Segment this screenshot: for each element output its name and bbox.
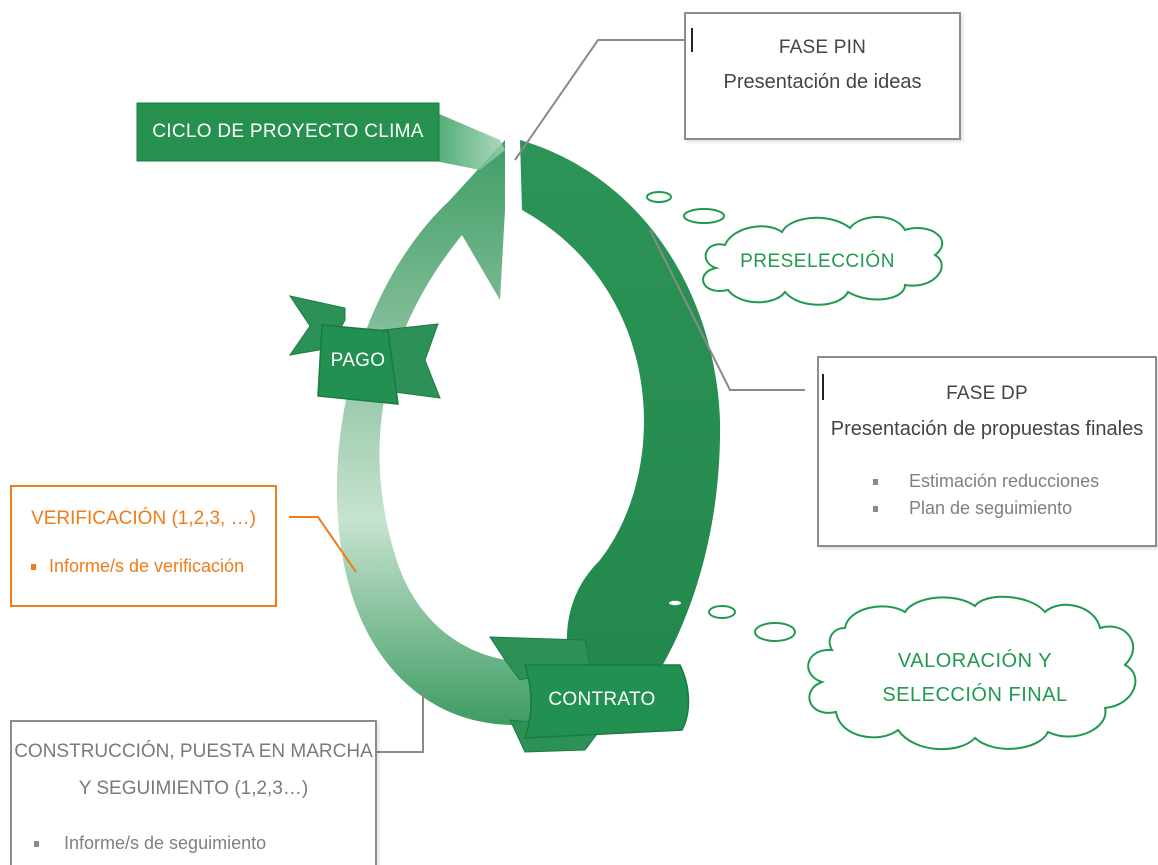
construccion-bullets: Informe/s de seguimiento (32, 830, 266, 857)
fase-dp-subtitle: Presentación de propuestas finales (830, 418, 1144, 440)
thought-bubble-dot (646, 191, 672, 203)
preseleccion-label: PRESELECCIÓN (740, 251, 895, 272)
cycle-title-banner: CICLO DE PROYECTO CLIMA (152, 121, 424, 142)
connector-construccion (377, 690, 424, 753)
banner-tail (430, 110, 505, 170)
contrato-label: CONTRATO (548, 689, 656, 710)
thought-bubble-dot (754, 622, 796, 642)
fase-dp-bullet: Estimación reducciones (871, 468, 1099, 495)
fase-pin-title: FASE PIN (778, 37, 867, 58)
valoracion-label-line1: VALORACIÓN Y (897, 650, 1053, 672)
text-cursor (822, 374, 824, 400)
verificacion-title: VERIFICACIÓN (1,2,3, …) (31, 508, 256, 529)
banner-body (136, 102, 440, 162)
construccion-title-line1: CONSTRUCCIÓN, PUESTA EN MARCHA (14, 741, 373, 762)
fase-dp-box: FASE DP Presentación de propuestas final… (817, 356, 1157, 547)
pago-label: PAGO (330, 350, 386, 371)
verificacion-bullets: Informe/s de verificación (29, 553, 244, 580)
cloud-valoracion (807, 595, 1137, 751)
verificacion-box: VERIFICACIÓN (1,2,3, …) Informe/s de ver… (10, 485, 277, 607)
verificacion-bullet: Informe/s de verificación (29, 553, 244, 580)
thought-bubble-dot (708, 605, 736, 619)
cycle-arc-left (336, 140, 600, 725)
thought-bubble-dot (683, 208, 725, 224)
pago-ribbon (288, 295, 441, 405)
construccion-bullet: Informe/s de seguimiento (32, 830, 266, 857)
text-cursor (691, 28, 693, 52)
contrato-ribbon (489, 636, 690, 753)
connector-fase-pin (514, 39, 684, 161)
arc-highlight (669, 600, 681, 606)
arc-highlight (615, 182, 625, 186)
cycle-arc-right (520, 140, 721, 712)
construccion-box: CONSTRUCCIÓN, PUESTA EN MARCHA Y SEGUIMI… (10, 720, 377, 865)
fase-pin-subtitle: Presentación de ideas (723, 71, 922, 93)
connector-verificacion (289, 516, 357, 573)
valoracion-label-line2: SELECCIÓN FINAL (882, 684, 1068, 706)
fase-dp-bullets: Estimación reducciones Plan de seguimien… (871, 468, 1099, 522)
fase-dp-title: FASE DP (946, 383, 1028, 404)
fase-dp-bullet: Plan de seguimiento (871, 495, 1099, 522)
fase-pin-box: FASE PIN Presentación de ideas (684, 12, 961, 140)
connector-fase-dp (649, 229, 805, 391)
cloud-preseleccion (702, 216, 944, 306)
construccion-title-line2: Y SEGUIMIENTO (1,2,3…) (78, 778, 309, 799)
